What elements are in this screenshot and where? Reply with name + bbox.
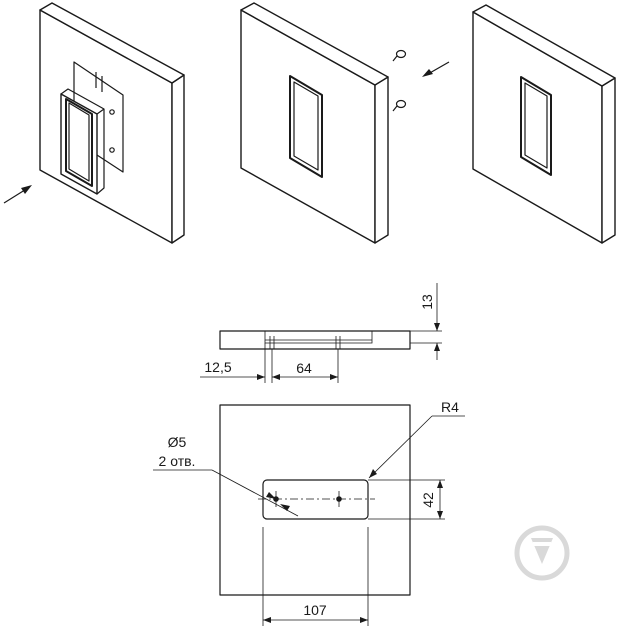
step-3-assembled — [472, 4, 616, 244]
arrow-icon — [422, 61, 450, 77]
hole-diameter-label: Ø5 — [168, 434, 187, 450]
screw-icon — [392, 49, 407, 62]
slot-height-label: 42 — [420, 492, 436, 508]
depth-label: 64 — [296, 360, 312, 376]
front-plan-view — [153, 404, 465, 626]
thickness-label: 13 — [419, 294, 435, 310]
slot-width-label: 107 — [303, 602, 327, 618]
arrow-icon — [3, 185, 32, 204]
watermark-logo-icon — [514, 525, 570, 581]
offset-label: 12,5 — [204, 359, 231, 375]
screw-icon — [392, 99, 407, 112]
step-2-attach-screws — [240, 2, 450, 244]
hole-count-label: 2 отв. — [159, 453, 196, 469]
step-1-install-latch — [3, 2, 185, 244]
radius-label: R4 — [441, 399, 459, 415]
side-section-view — [200, 283, 442, 383]
